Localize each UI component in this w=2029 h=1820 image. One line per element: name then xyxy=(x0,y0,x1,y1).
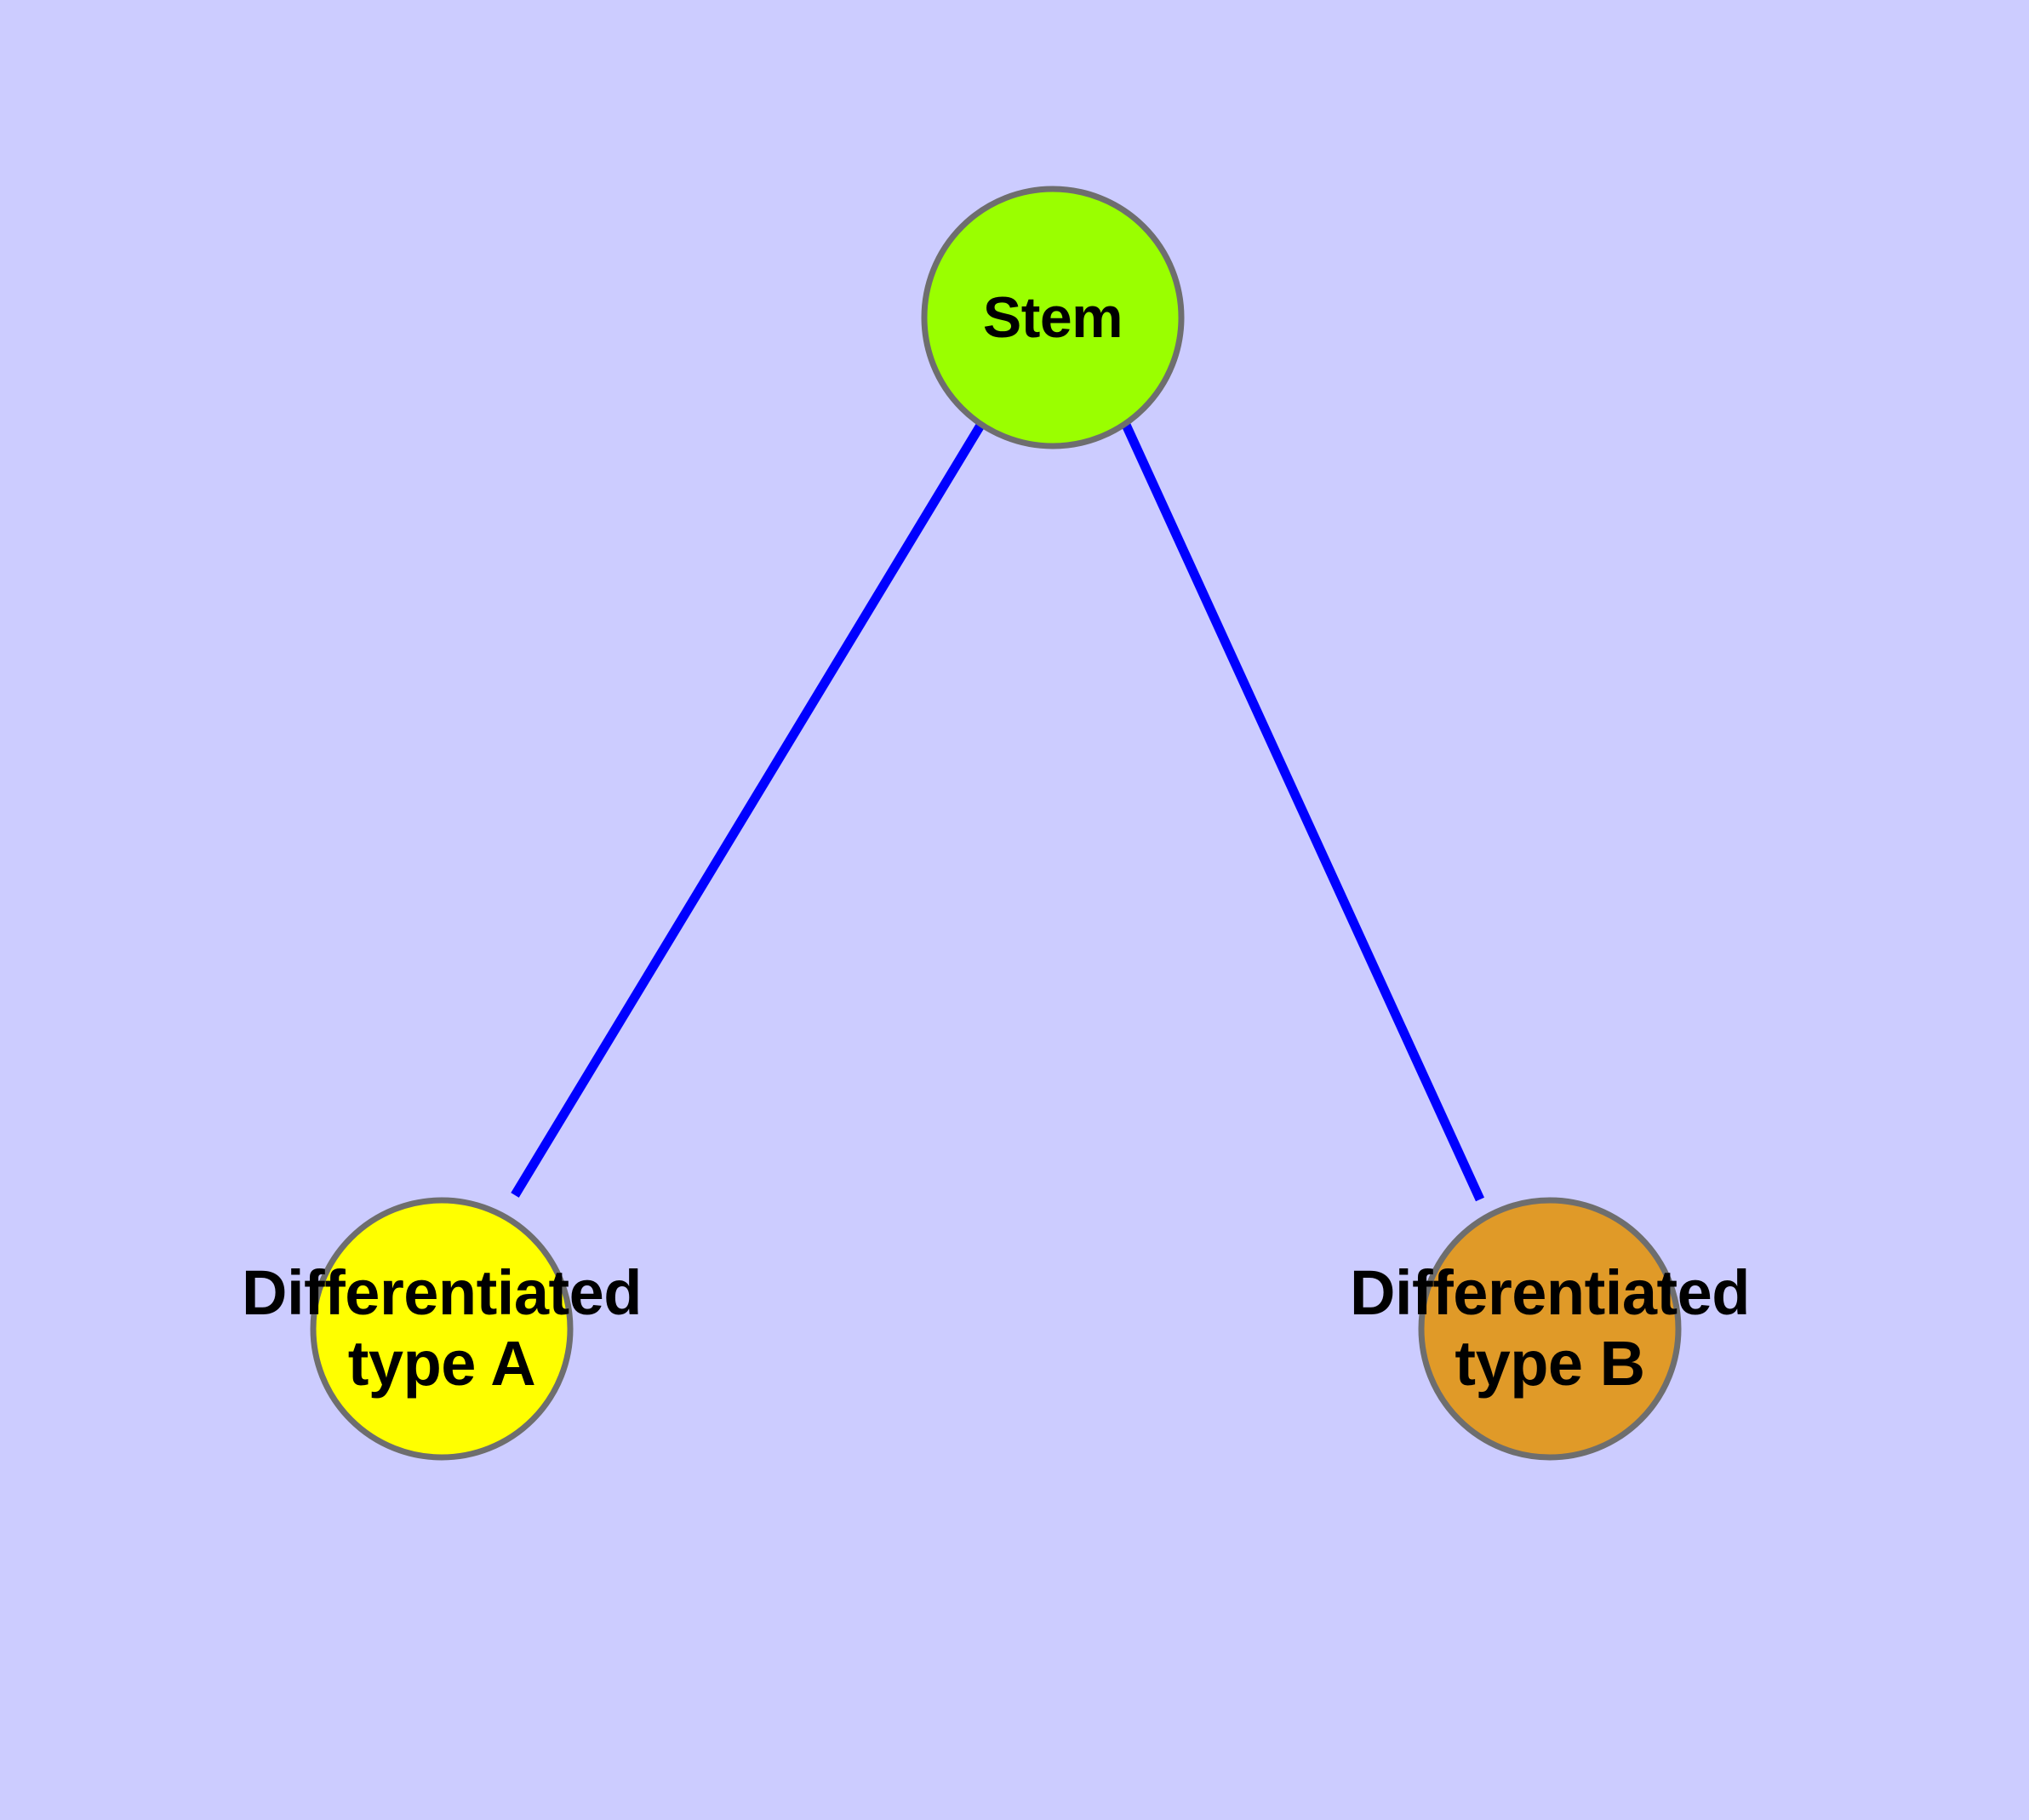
edge-layer xyxy=(511,421,1485,1202)
edge-stem-to-diff-a xyxy=(511,421,986,1198)
node-stem[interactable] xyxy=(921,186,1185,449)
node-layer xyxy=(310,186,1682,1461)
node-diff-b[interactable] xyxy=(1418,1197,1682,1461)
edge-stem-to-diff-b xyxy=(1121,422,1485,1202)
node-diff-a[interactable] xyxy=(310,1197,574,1461)
